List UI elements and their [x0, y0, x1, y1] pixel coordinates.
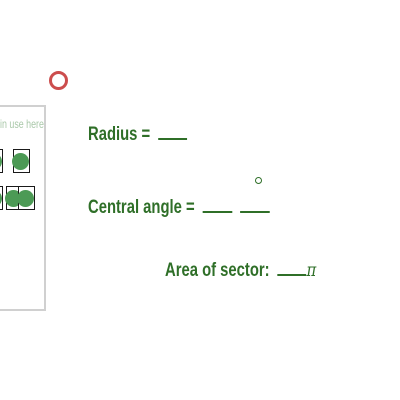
radius-label: Radius = — [88, 124, 151, 145]
pi-symbol: π — [306, 259, 317, 281]
central-angle-label: Central angle = — [88, 197, 195, 218]
radius-row: Radius = — [88, 124, 188, 146]
token-blob-icon — [0, 153, 2, 170]
area-of-sector-label: Area of sector: — [165, 260, 270, 281]
radius-drop-slot[interactable] — [158, 124, 188, 140]
central-angle-row: Central angle = — [88, 197, 270, 219]
central-angle-drop-slot-1[interactable] — [202, 197, 233, 213]
reset-circle-icon[interactable] — [49, 71, 68, 90]
token-blob-icon — [0, 190, 2, 207]
area-of-sector-drop-slot[interactable] — [277, 260, 307, 276]
token-bank: in use here) — [0, 105, 46, 311]
token-blob-icon — [17, 190, 34, 207]
draggable-token-2[interactable] — [12, 149, 30, 173]
draggable-token-3[interactable] — [0, 186, 3, 210]
draggable-token-1[interactable] — [0, 149, 3, 173]
token-blob-icon — [12, 153, 29, 170]
area-of-sector-row: Area of sector: π — [165, 259, 316, 282]
token-bank-hint: in use here) — [0, 117, 46, 131]
draggable-token-5[interactable] — [17, 186, 35, 210]
degree-icon — [255, 177, 262, 184]
central-angle-drop-slot-2[interactable] — [240, 197, 270, 213]
